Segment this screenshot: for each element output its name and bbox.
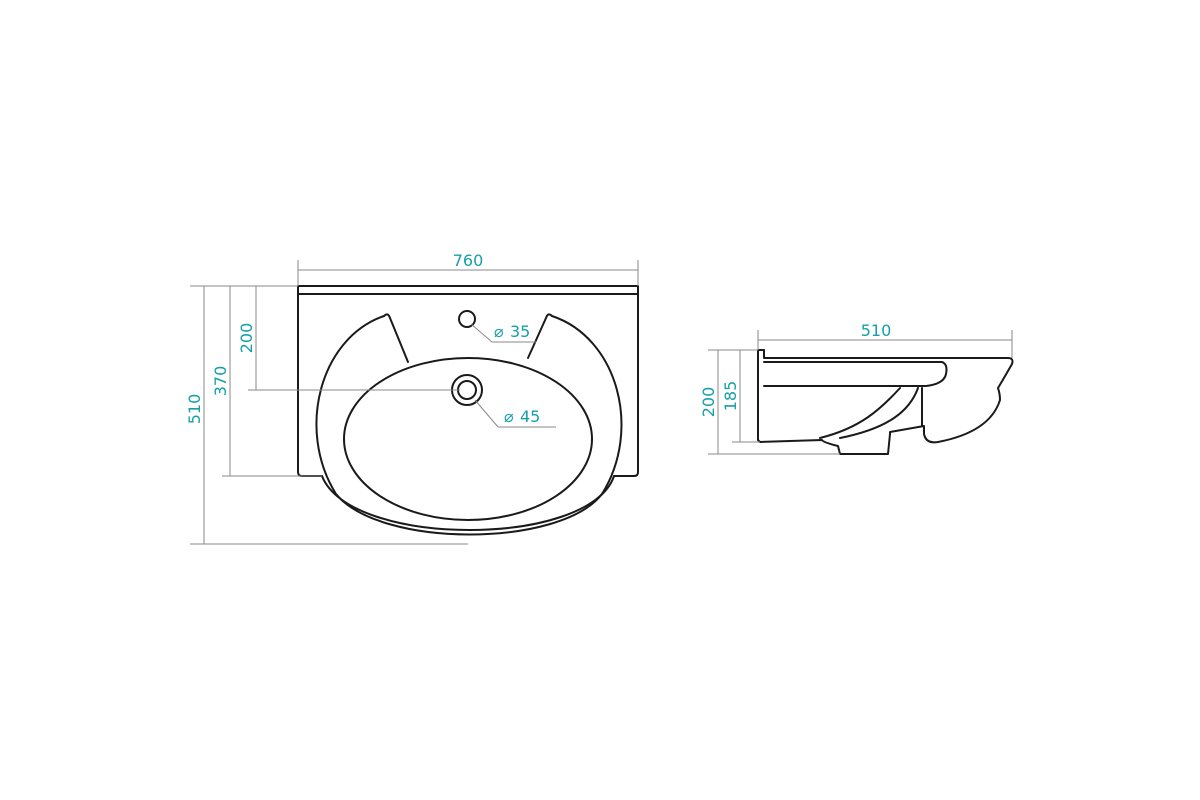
dim-label-drain-hole-symbol: ⌀ [504,407,514,426]
dim-label-width: 760 [453,251,484,270]
side-body-outline [757,349,1014,455]
dim-label-depth-200: 200 [237,323,256,354]
dim-label-faucet-hole: 35 [510,322,530,341]
dim-label-drain-hole: 45 [520,407,540,426]
dim-label-depth-370: 370 [211,366,230,397]
side-rim-line [763,361,948,387]
rim-right-shoulder [527,313,553,359]
dim-label-side-height: 200 [699,387,718,418]
dim-label-side-depth: 510 [861,321,892,340]
rim-left-shoulder [383,313,409,363]
faucet-hole [458,310,476,328]
back-ledge-strip [297,285,639,295]
bowl-inner [343,357,593,521]
dim-label-side-bowl-height: 185 [721,381,740,412]
leader-faucet-hole [470,323,493,343]
drain-hole-inner [457,380,477,400]
dim-label-depth-overall: 510 [185,394,204,425]
basin-rim [315,315,623,536]
side-bowl-curve-inner [839,387,919,439]
basin-outer-contour [297,293,639,531]
top-view: 760 510 370 200 ⌀ 35 ⌀ 45 [185,251,639,545]
side-bowl-curve [819,387,901,439]
leader-drain-hole [474,399,499,428]
dim-label-faucet-hole-symbol: ⌀ [494,322,504,341]
side-view: 510 200 185 [699,321,1014,455]
